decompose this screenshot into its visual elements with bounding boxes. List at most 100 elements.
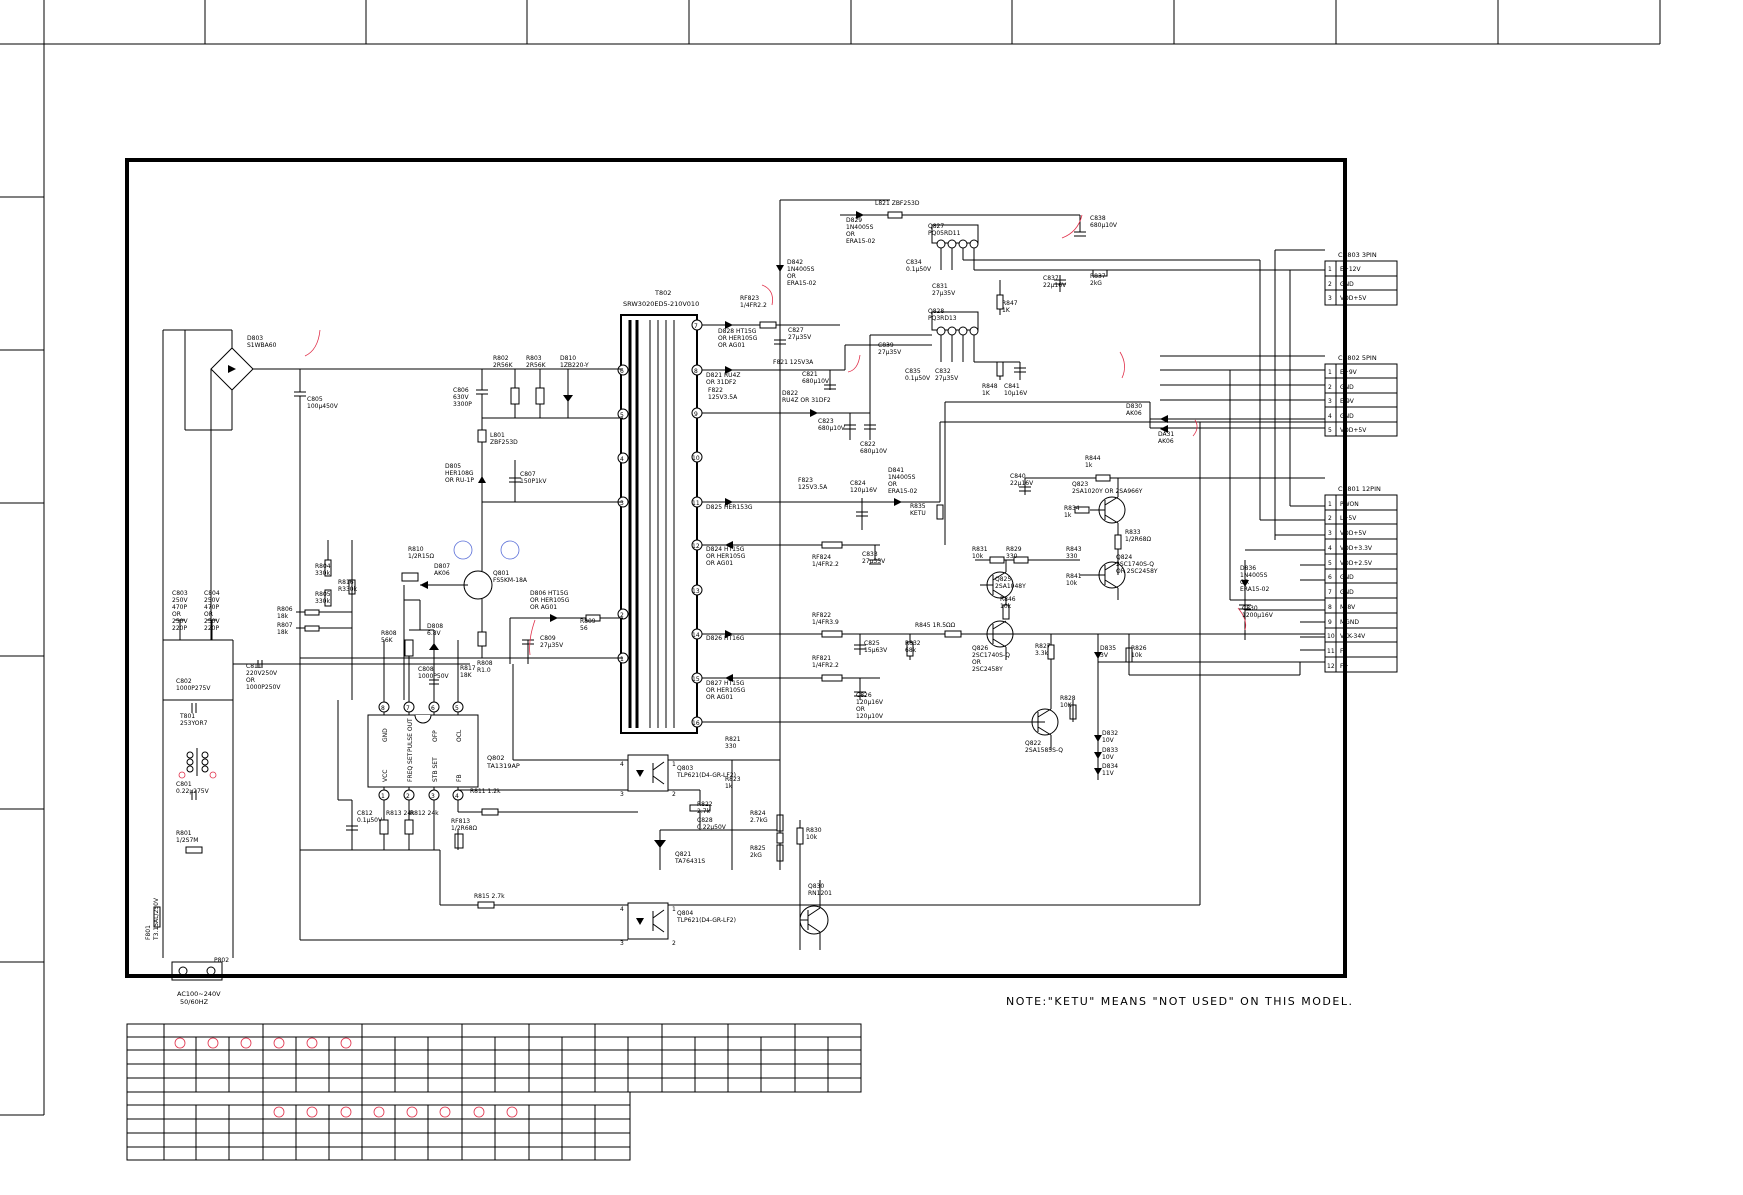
ic-q802: 8 7 6 5 1 2 3 4 GND PULSE OUT OFP OCL VC… xyxy=(337,599,638,850)
cn801-pin1-num: 1 xyxy=(1328,501,1332,508)
svg-text:1: 1 xyxy=(672,761,676,768)
cn801-pin7-num: 7 xyxy=(1328,589,1332,596)
cn803-pin3-num: 3 xyxy=(1328,295,1332,302)
cn801-pin7-name: GND xyxy=(1340,589,1354,596)
svg-text:16: 16 xyxy=(692,720,700,727)
cn801-pin5-num: 5 xyxy=(1328,560,1332,567)
cn802-title: CN802 5PIN xyxy=(1338,354,1377,362)
cn801-pin12-num: 12 xyxy=(1327,663,1335,670)
ic-pin-pulse: PULSE OUT xyxy=(407,718,414,752)
svg-text:6: 6 xyxy=(620,368,624,375)
ic-pin-freq: FREQ SET xyxy=(407,752,414,782)
svg-text:2: 2 xyxy=(620,612,624,619)
cn803-pin2-num: 2 xyxy=(1328,281,1332,288)
ic-pin-stb: STB SET xyxy=(432,757,439,782)
cn801-pin9-name: MGND xyxy=(1340,619,1359,626)
cn801-pin11-num: 11 xyxy=(1327,648,1335,655)
svg-text:10: 10 xyxy=(692,455,700,462)
label-r815: R815 2.7k xyxy=(474,893,505,900)
transformer-t802: T802 SRW3020ED5-210V010 6 5 4 3 2 1 7 8 … xyxy=(617,289,703,734)
label-f821: F821 125V3A xyxy=(773,359,814,366)
cn801-pin6-num: 6 xyxy=(1328,574,1332,581)
svg-text:15: 15 xyxy=(692,676,700,683)
svg-text:1: 1 xyxy=(620,656,624,663)
ic-pin-gnd: GND xyxy=(382,728,389,742)
svg-text:6: 6 xyxy=(431,705,435,712)
cn801-pin6-name: GND xyxy=(1340,574,1354,581)
cn802-pin1-name: E+9V xyxy=(1340,369,1358,376)
ic-ref: Q802 xyxy=(487,754,505,762)
ic-pin-fb: FB xyxy=(456,774,463,782)
optocoupler-q804: 4 3 1 2 xyxy=(299,422,1201,947)
top-ruler-ticks xyxy=(204,0,1499,44)
feedback-regulator xyxy=(654,200,829,950)
cn801-pin4-name: VDD+3.3V xyxy=(1340,545,1373,552)
label-l821: L821 ZBF253D xyxy=(875,200,920,207)
label-r813: R813 24k xyxy=(386,810,415,817)
model-note: NOTE:"KETU" MEANS "NOT USED" ON THIS MOD… xyxy=(1006,995,1353,1008)
svg-text:2: 2 xyxy=(672,791,676,798)
cn801-title: CN801 12PIN xyxy=(1338,485,1381,493)
ic-pin-ocl: OCL xyxy=(456,729,463,742)
cn802-pin5-num: 5 xyxy=(1328,427,1332,434)
svg-text:2: 2 xyxy=(406,793,410,800)
connector-cn801: CN801 12PIN 1 PWON 2 L+5V 3 VDD+5V 4 VDD… xyxy=(1324,485,1398,673)
cn802-pin3-name: E-9V xyxy=(1340,398,1355,405)
svg-text:2: 2 xyxy=(672,940,676,947)
revision-table-upper xyxy=(126,1023,862,1093)
connector-cn802: CN802 5PIN 1 E+9V 2 GND 3 E-9V 4 GND 5 V… xyxy=(1324,354,1398,437)
cn801-pin3-num: 3 xyxy=(1328,530,1332,537)
svg-text:13: 13 xyxy=(692,588,700,595)
cn802-pin5-name: VDD+5V xyxy=(1340,427,1367,434)
cn802-pin4-num: 4 xyxy=(1328,413,1332,420)
svg-text:11: 11 xyxy=(692,500,700,507)
